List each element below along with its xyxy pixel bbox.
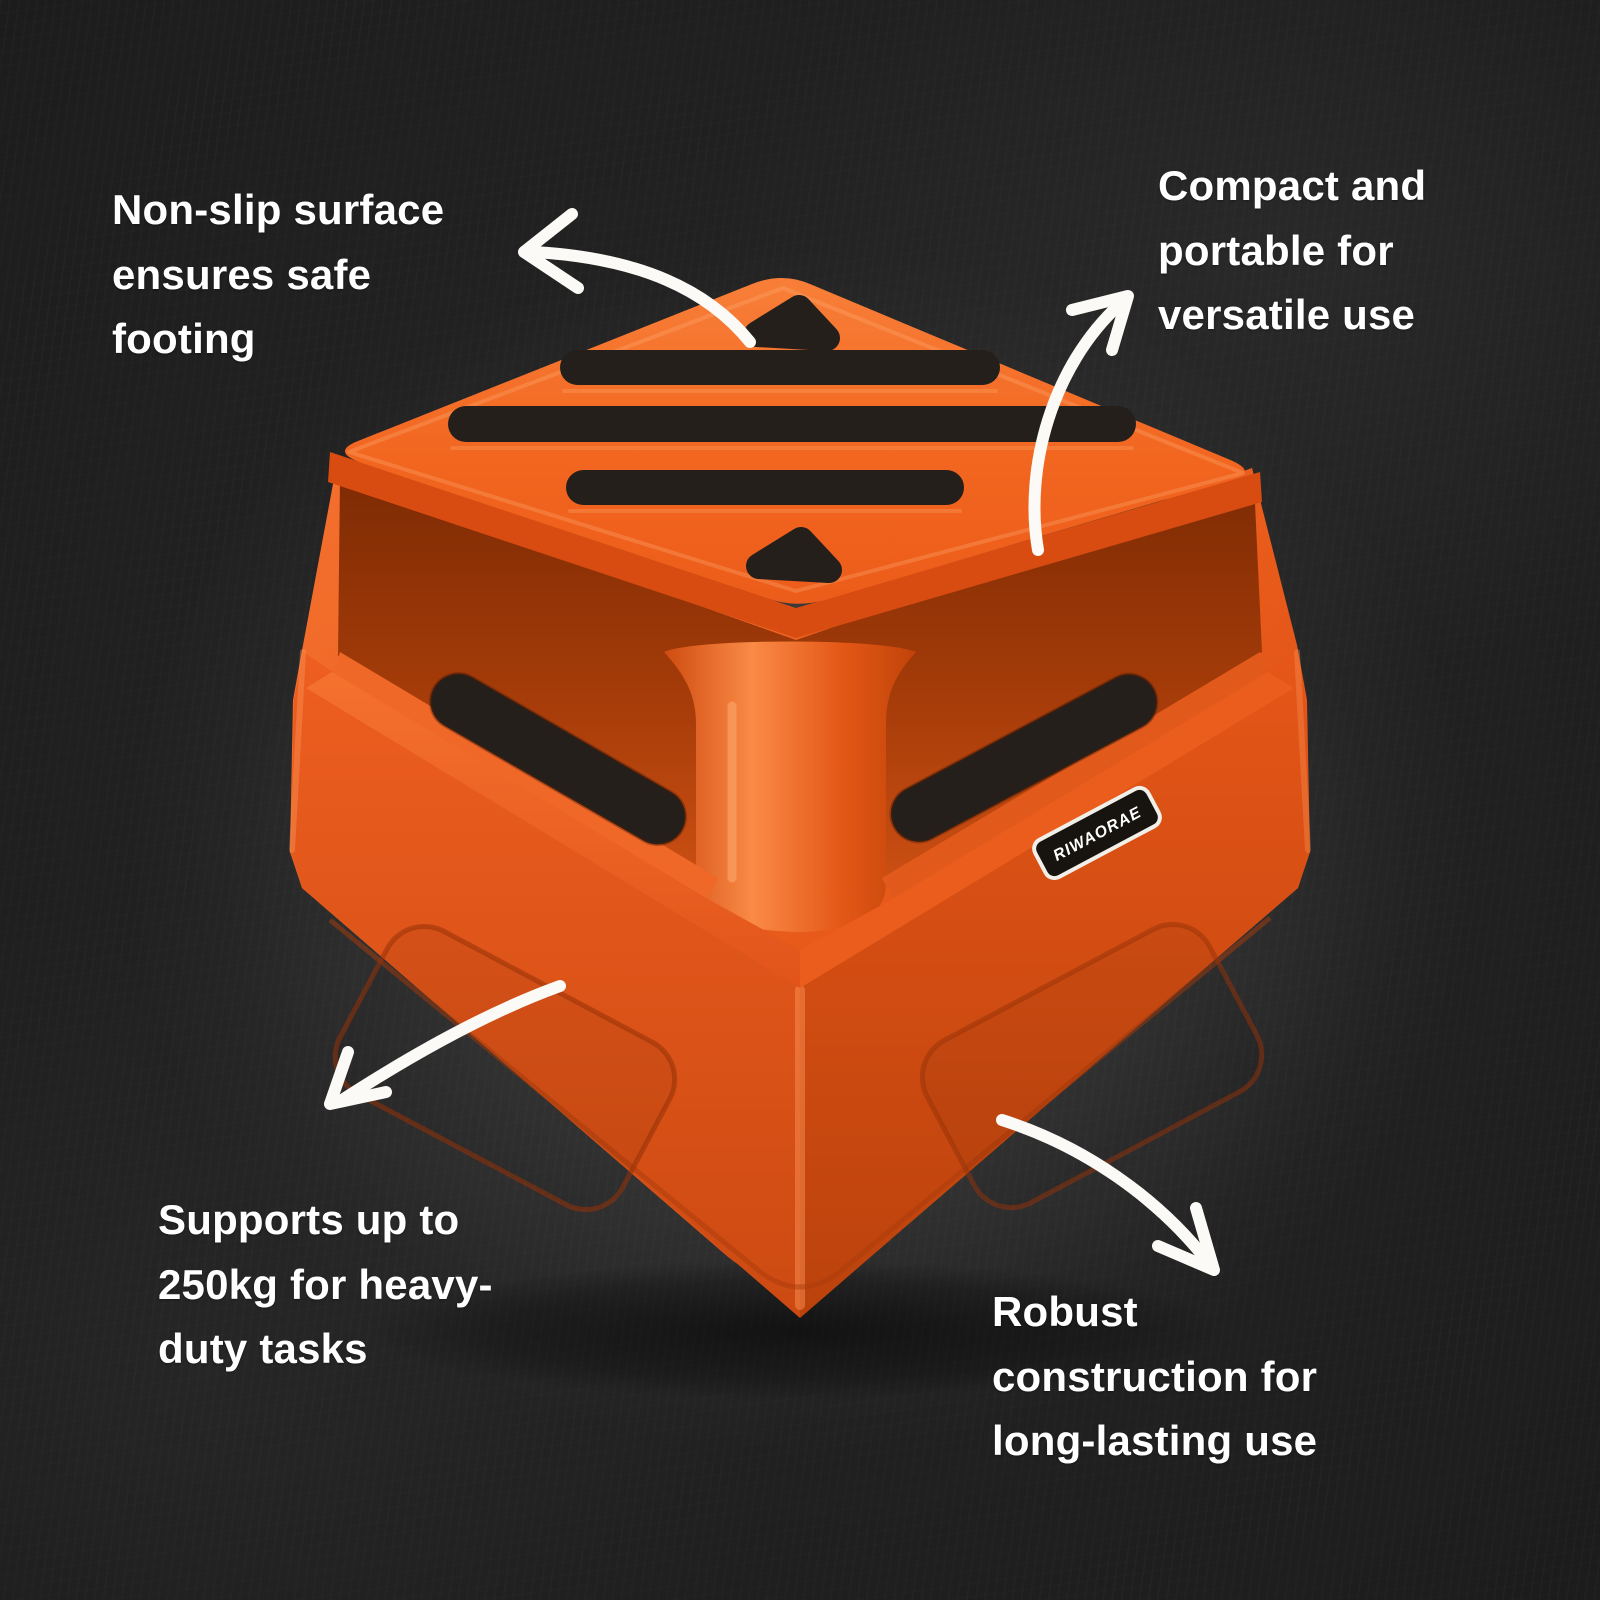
top-grip-strip-groove: [562, 389, 998, 393]
caption-supports-250kg: Supports up to 250kg for heavy- duty tas…: [158, 1196, 493, 1373]
top-grip-teardrop-upper: [744, 295, 840, 351]
step-right-grip-strip: [889, 672, 1159, 844]
top-grip-teardrop-lower: [746, 527, 842, 583]
base-right-edge-highlight: [1294, 649, 1311, 853]
top-platform-rim: [328, 452, 1262, 638]
curved-arrow-bottom-left-icon: [324, 980, 566, 1110]
top-grip-strip-groove: [568, 509, 962, 513]
top-grip-strip: [448, 406, 1136, 442]
top-grip-strip: [566, 470, 964, 505]
top-grip-strip-groove: [450, 446, 1134, 450]
annotation-arrows: [324, 208, 1220, 1276]
curved-arrow-top-right-icon: [1028, 290, 1134, 556]
caption-robust-construction: Robust construction for long-lasting use: [992, 1288, 1318, 1465]
caption-compact-portable: Compact and portable for versatile use: [1158, 162, 1427, 339]
base-left-edge-highlight: [289, 649, 306, 853]
top-grip-strips: [448, 295, 1136, 583]
support-column: [664, 641, 916, 932]
base-bottom-rim-line: [328, 916, 1272, 1290]
caption-non-slip-surface: Non-slip surface ensures safe footing: [112, 186, 445, 363]
step-left-grip-strip: [428, 672, 688, 846]
top-grip-strip: [560, 350, 1000, 385]
brand-badge-plate: [1032, 785, 1162, 881]
ground-shadow: [365, 1260, 1225, 1400]
base-right-face: [800, 652, 1309, 1318]
base-right-recessed-panel: [919, 921, 1265, 1211]
curved-arrow-top-left-icon: [518, 208, 756, 348]
curved-arrow-bottom-right-icon: [996, 1114, 1220, 1276]
step-left-rim: [332, 652, 718, 902]
step-right-rim: [882, 652, 1268, 902]
step-left-tread: [306, 672, 800, 988]
step-right-tread: [800, 672, 1294, 988]
